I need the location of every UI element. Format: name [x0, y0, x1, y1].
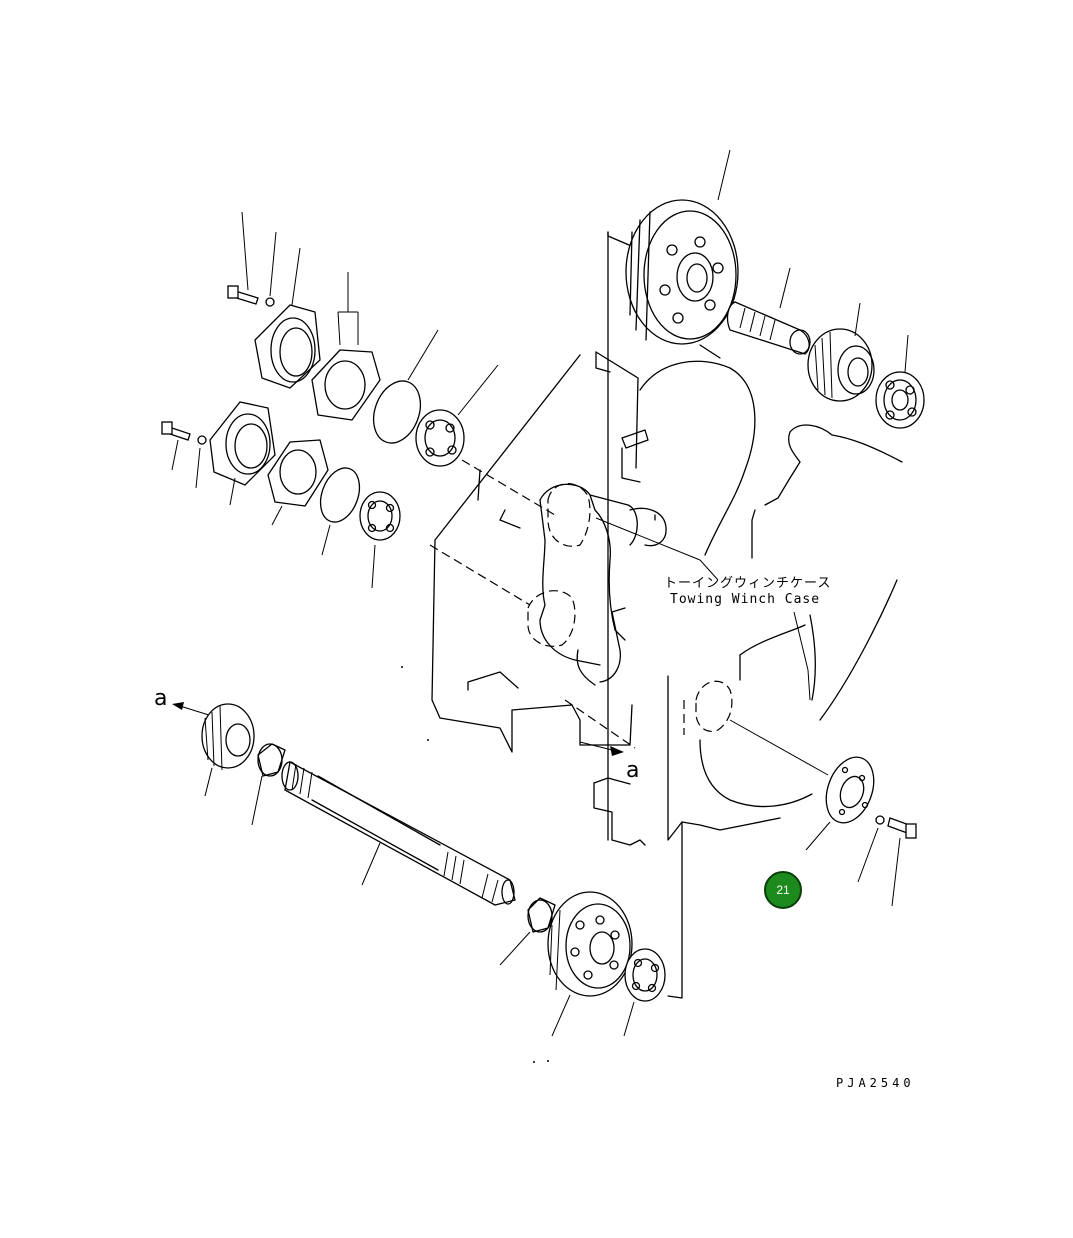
sleeve-right: [499, 897, 556, 966]
gasket-lower: [267, 439, 329, 526]
arrow-a-left: [172, 702, 213, 717]
gasket-upper: [311, 272, 381, 421]
arrow-label-left: a: [154, 686, 168, 711]
arrow-label-right: a: [626, 758, 640, 783]
bolt-right: [887, 817, 917, 907]
long-shaft: [281, 761, 516, 906]
sleeve-left: [251, 743, 286, 826]
case-label-leader: [699, 559, 811, 701]
spline-coupling: [807, 302, 875, 402]
winch-case-outline: [431, 231, 903, 999]
case-label-japanese: トーイングウィンチケース: [664, 576, 832, 591]
bearing-lower: [359, 491, 401, 589]
arrow-a-right: [579, 741, 624, 756]
bearing-upper: [415, 364, 499, 467]
o-ring-upper: [372, 329, 439, 444]
bolt-upper: [227, 211, 277, 307]
o-ring-lower: [319, 467, 361, 556]
washer-right: [857, 815, 885, 883]
bearing-top-right: [875, 334, 925, 429]
cover-lower: [209, 401, 276, 506]
large-gear-top: [625, 149, 739, 345]
thrust-plate: [729, 719, 875, 851]
part-callout-21[interactable]: 21: [764, 871, 802, 909]
hidden-outlines: [429, 459, 733, 749]
cover-upper: [254, 247, 321, 389]
bearing-bottom: [623, 948, 666, 1037]
short-splined-shaft: [726, 267, 811, 355]
drawing-code: PJA2540: [836, 1076, 915, 1090]
spline-gear-left: [201, 703, 255, 797]
case-label-english: Towing Winch Case: [670, 592, 821, 607]
large-gear-bottom: [547, 891, 633, 1037]
bolt-lower: [161, 421, 207, 489]
